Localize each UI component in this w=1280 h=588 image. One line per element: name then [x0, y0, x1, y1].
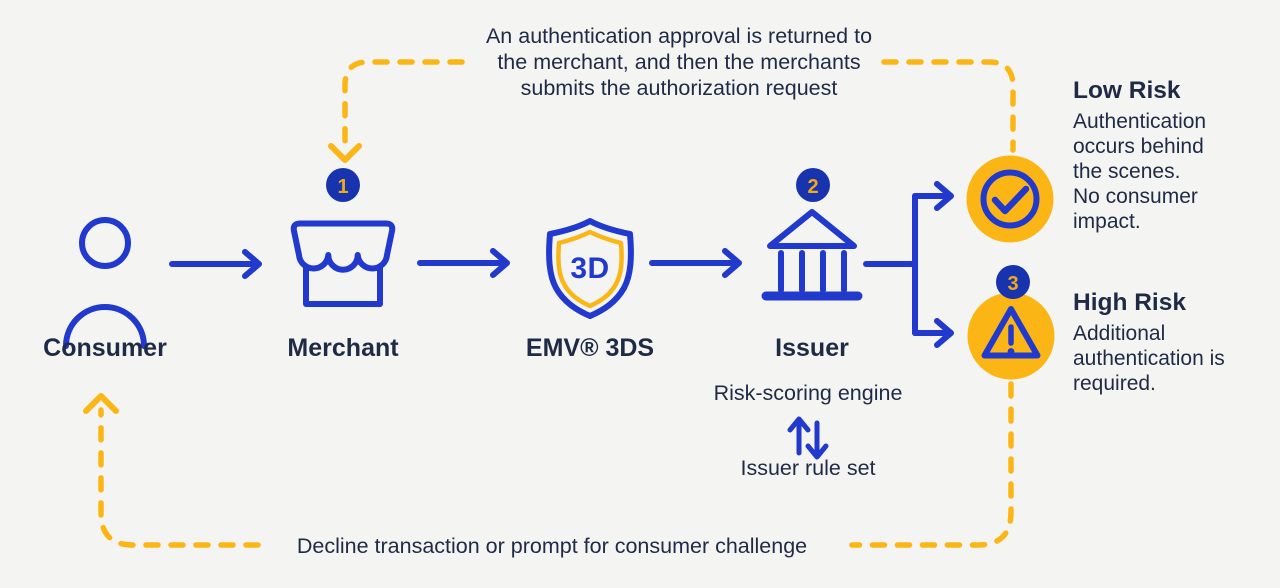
shield-3d-text: 3D [570, 252, 609, 285]
step-badge-1: 1 [326, 168, 360, 202]
bank-icon [761, 209, 863, 301]
low-risk-body-1: Authentication occurs behind the scenes. [1073, 110, 1207, 183]
issuer-rule-set-label: Issuer rule set [740, 456, 876, 480]
bottom-right-dashed-path [849, 381, 1014, 548]
top-right-dashed-path [881, 59, 1016, 153]
up-down-arrows-icon [787, 416, 829, 460]
warning-triangle-icon [967, 292, 1055, 380]
top-annotation: An authentication approval is returned t… [486, 23, 872, 101]
consumer-label: Consumer [43, 334, 167, 362]
low-risk-body-2: No consumer impact. [1073, 185, 1198, 233]
arrow-consumer-merchant [169, 249, 262, 279]
high-risk-body: Additional authentication is required. [1073, 322, 1225, 395]
fork-line [863, 193, 918, 336]
issuer-label: Issuer [775, 334, 849, 362]
step-badge-2: 2 [796, 168, 830, 202]
bottom-annotation: Decline transaction or prompt for consum… [296, 534, 808, 558]
check-circle-icon [966, 155, 1054, 243]
arrow-emv-issuer [649, 248, 742, 278]
step-badge-1-number: 1 [337, 176, 348, 198]
bottom-left-dashed-path [98, 407, 261, 548]
flow-arrows [169, 181, 954, 348]
merchant-label: Merchant [287, 334, 399, 362]
step-badge-3: 3 [996, 265, 1030, 299]
arrow-fork-low-risk [912, 181, 954, 211]
arrow-merchant-emv [417, 248, 510, 278]
shield-icon: 3D [546, 218, 634, 319]
top-left-dashed-path [342, 59, 465, 145]
step-badge-3-number: 3 [1007, 273, 1018, 295]
low-risk-block: Low Risk Authentication occurs behind th… [1073, 77, 1238, 234]
step-badge-2-number: 2 [807, 176, 818, 198]
arrow-up-icon [83, 393, 119, 414]
dashed-routes [83, 59, 1016, 548]
storefront-icon [290, 220, 396, 307]
top-annotation-line-2: the merchant, and then the merchants [497, 50, 861, 74]
arrow-fork-high-risk [912, 318, 954, 348]
person-icon [63, 217, 147, 349]
low-risk-title: Low Risk [1073, 77, 1181, 104]
top-annotation-line-3: submits the authorization request [520, 76, 838, 100]
risk-scoring-engine-label: Risk-scoring engine [713, 381, 903, 405]
arrow-down-icon [328, 143, 362, 163]
top-annotation-line-1: An authentication approval is returned t… [485, 24, 873, 48]
emv-3ds-label: EMV® 3DS [525, 334, 655, 362]
high-risk-title: High Risk [1073, 289, 1186, 316]
high-risk-block: High Risk Additional authentication is r… [1073, 289, 1238, 396]
